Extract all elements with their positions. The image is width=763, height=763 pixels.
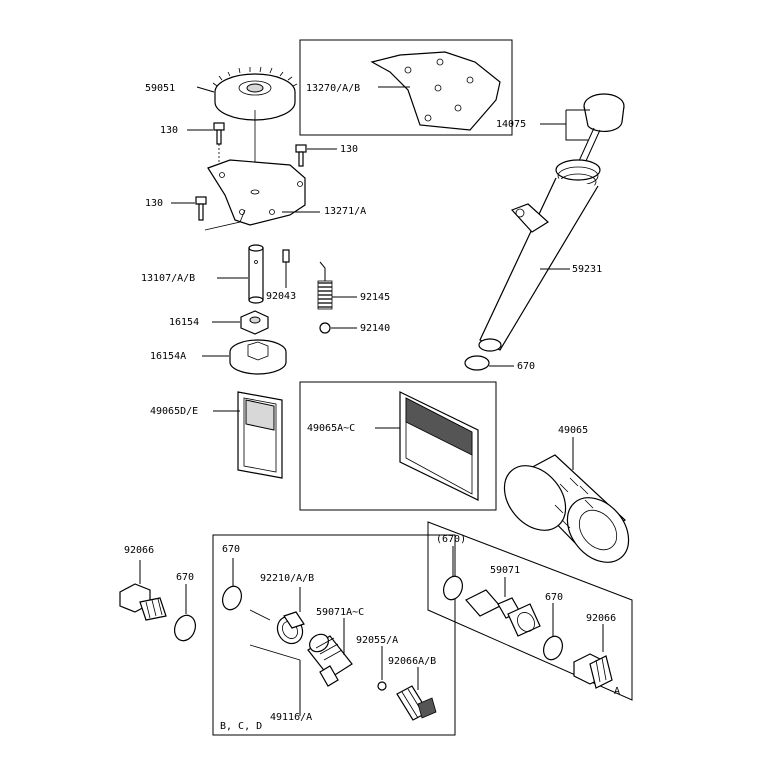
gear-59051 [212, 66, 298, 121]
spring-92145 [317, 280, 333, 310]
label-92066-left: 92066 [124, 545, 154, 556]
inset-box-bcd [212, 534, 456, 736]
label-49065de: 49065D/E [150, 406, 198, 417]
label-670-left: 670 [176, 572, 194, 583]
label-92140: 92140 [360, 323, 390, 334]
pin-92043 [282, 249, 290, 263]
label-49065ac: 49065A~C [307, 423, 355, 434]
label-59231: 59231 [572, 264, 602, 275]
oring-670-a [542, 635, 564, 661]
oring-670-bcd [221, 585, 243, 611]
label-92043: 92043 [266, 291, 296, 302]
label-bcd: B, C, D [220, 721, 262, 732]
washer-92055 [377, 681, 387, 691]
oring-670-tube [464, 355, 490, 371]
label-670-tube: 670 [517, 361, 535, 372]
label-130-a: 130 [160, 125, 178, 136]
oring-670-paren [442, 575, 464, 601]
label-49065: 49065 [558, 425, 588, 436]
label-92055: 92055/A [356, 635, 398, 646]
ball-92140 [319, 322, 331, 334]
label-13107: 13107/A/B [141, 273, 195, 284]
oring-670-left [174, 614, 196, 642]
label-130-c: 130 [145, 198, 163, 209]
tube-59231 [478, 159, 601, 352]
label-670-paren: (670) [436, 534, 466, 545]
label-a: A [614, 686, 620, 697]
label-670-a: 670 [545, 592, 563, 603]
inset-box-49065a [299, 381, 497, 511]
label-670-bcd: 670 [222, 544, 240, 555]
rotor-16154 [240, 310, 269, 335]
label-92066ab: 92066A/B [388, 656, 436, 667]
label-49116: 49116/A [270, 712, 312, 723]
label-59071ac: 59071A~C [316, 607, 364, 618]
label-92210: 92210/A/B [260, 573, 314, 584]
label-130-b: 130 [340, 144, 358, 155]
label-16154: 16154 [169, 317, 199, 328]
bolt-130-a [213, 122, 225, 145]
plug-92066ab [396, 685, 437, 721]
nut-92210 [276, 611, 305, 645]
plug-92066-left [119, 583, 167, 621]
bolt-130-b [295, 144, 307, 167]
label-59071: 59071 [490, 565, 520, 576]
oil-filter-49065 [503, 454, 630, 563]
label-13270: 13270/A/B [306, 83, 360, 94]
bolt-130-c [195, 196, 207, 221]
label-92066-a: 92066 [586, 613, 616, 624]
label-14075: 14075 [496, 119, 526, 130]
plate-13271 [207, 159, 306, 226]
shaft-13107 [248, 244, 264, 304]
screen-49065de [237, 391, 283, 479]
inset-box-a [427, 521, 633, 701]
inset-box-13270 [299, 39, 513, 136]
plug-92066-a [573, 653, 613, 689]
label-92145: 92145 [360, 292, 390, 303]
label-13271: 13271/A [324, 206, 366, 217]
filter-49065ac [399, 391, 479, 501]
rotor-16154a [229, 339, 287, 375]
label-16154a: 16154A [150, 351, 186, 362]
label-59051: 59051 [145, 83, 175, 94]
body-59071ac [307, 633, 353, 687]
fitting-59071 [465, 589, 541, 637]
plate-13270 [370, 51, 501, 131]
